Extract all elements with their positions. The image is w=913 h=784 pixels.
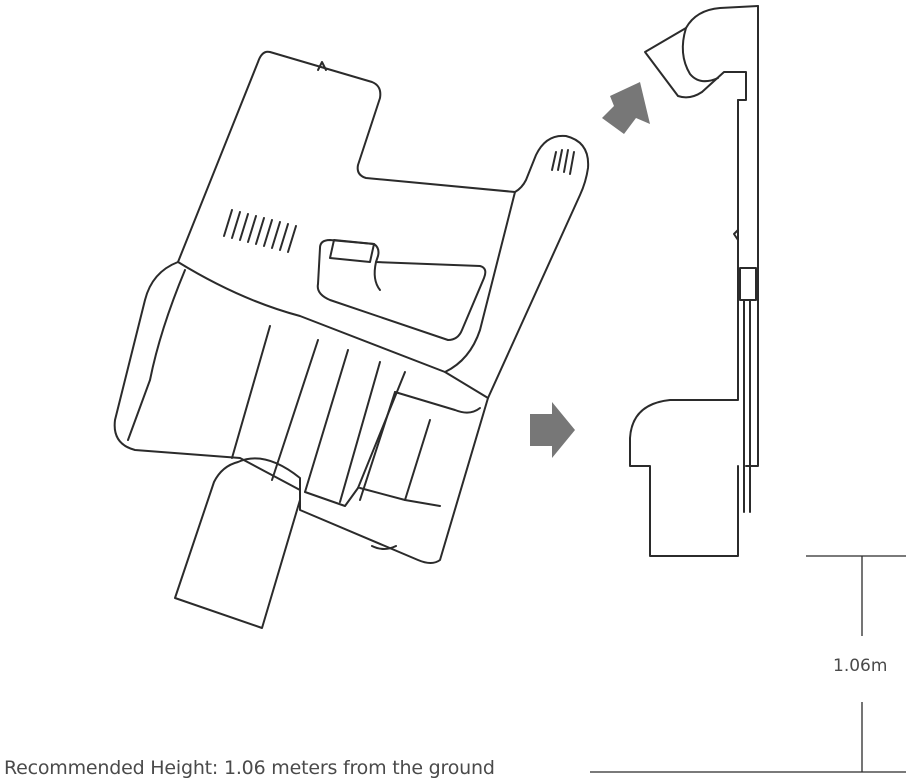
vent-slots	[223, 209, 297, 253]
mount-arrows	[530, 82, 650, 458]
arrow-upper-icon	[602, 82, 650, 134]
wall-mount-illustration	[629, 5, 759, 557]
vacuum-illustration	[113, 50, 590, 629]
height-dimension	[590, 555, 906, 773]
recommended-height-caption: Recommended Height: 1.06 meters from the…	[4, 757, 495, 779]
arrow-lower-icon	[530, 402, 575, 458]
handle-grille	[551, 149, 575, 175]
dimension-label: 1.06m	[833, 656, 888, 676]
